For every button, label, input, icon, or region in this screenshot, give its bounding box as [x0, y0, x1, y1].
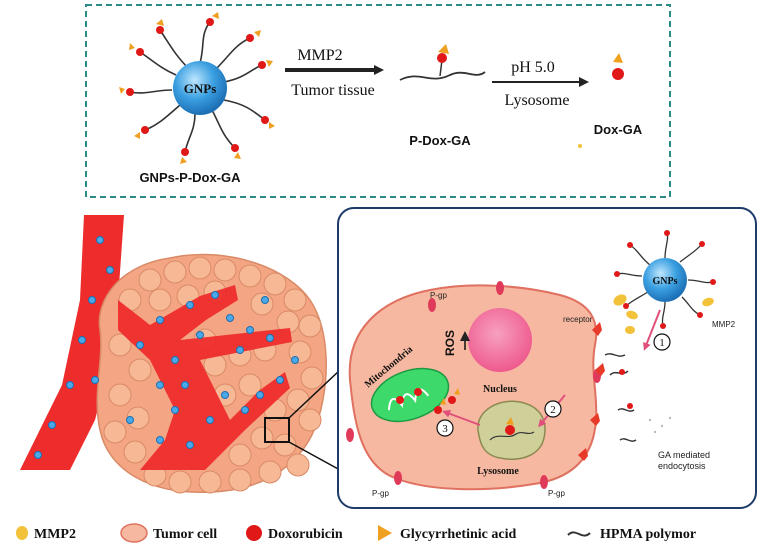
gnp-sphere [173, 61, 227, 115]
zoom-indicator [264, 369, 341, 471]
step2-label-bottom: Lysosome [505, 92, 570, 109]
step-number-1: 1 [653, 333, 671, 351]
p-dox-ga-icon [399, 44, 486, 81]
svg-text:HPMA polymor: HPMA polymor [600, 527, 696, 542]
product-label: Dox-GA [594, 122, 643, 137]
step1-label-bottom: Tumor tissue [291, 82, 374, 99]
pgp-label-2: P-gp [372, 489, 389, 498]
lysosome [477, 400, 546, 460]
pgp-label: P-gp [430, 291, 447, 300]
legend: MMP2 Tumor cell Doxorubicin Glycyrrhetin… [16, 523, 696, 543]
legend-item-glycyrrhetinic-acid: Glycyrrhetinic acid [378, 525, 516, 542]
legend-item-mmp2: MMP2 [16, 526, 76, 542]
mmp2-label: MMP2 [712, 320, 736, 329]
legend-item-hpma-polymer: HPMA polymor [567, 527, 696, 542]
step2-label-top: pH 5.0 [511, 59, 555, 76]
gnp-external-label: GNPs [653, 276, 678, 287]
top-panel: GNPs GNPs-P-Dox-GA MMP2 Tumor tissue P-D… [85, 4, 671, 198]
svg-text:1: 1 [659, 337, 665, 349]
svg-text:3: 3 [442, 423, 448, 435]
step-number-3: 3 [436, 419, 454, 437]
step1-label-top: MMP2 [297, 47, 342, 64]
endocytosis-label-1: GA mediated [658, 450, 710, 460]
svg-text:MMP2: MMP2 [34, 527, 76, 542]
cell-panel: P-gp P-gp P-gp receptor Nucleus Mitochon… [337, 207, 757, 509]
top-panel-border [85, 4, 671, 198]
legend-item-doxorubicin: Doxorubicin [246, 525, 343, 542]
svg-text:Tumor cell: Tumor cell [153, 527, 217, 542]
tumor-mass [90, 238, 327, 494]
nucleus [468, 308, 532, 372]
gnp-external-icon [614, 230, 716, 329]
legend-item-tumor-cell: Tumor cell [120, 523, 217, 543]
receptor-label: receptor [563, 315, 593, 324]
gnp-conjugate-icon [119, 12, 275, 164]
intermediate-label: P-Dox-GA [409, 133, 471, 148]
nucleus-label: Nucleus [483, 384, 517, 395]
endocytosis-label-2: endocytosis [658, 461, 706, 471]
svg-text:Doxorubicin: Doxorubicin [268, 527, 343, 542]
step-number-2: 2 [544, 400, 562, 418]
ros-label: ROS [443, 330, 457, 356]
dox-ga-icon [578, 53, 624, 148]
gnp-label: GNPs [184, 81, 217, 96]
lysosome-label: Lysosome [477, 466, 519, 477]
svg-text:Glycyrrhetinic acid: Glycyrrhetinic acid [400, 527, 516, 542]
conjugate-label: GNPs-P-Dox-GA [139, 170, 241, 185]
svg-text:2: 2 [550, 404, 556, 416]
pgp-label-3: P-gp [548, 489, 565, 498]
mitochondria [370, 367, 450, 423]
gnp-particles [34, 236, 299, 459]
